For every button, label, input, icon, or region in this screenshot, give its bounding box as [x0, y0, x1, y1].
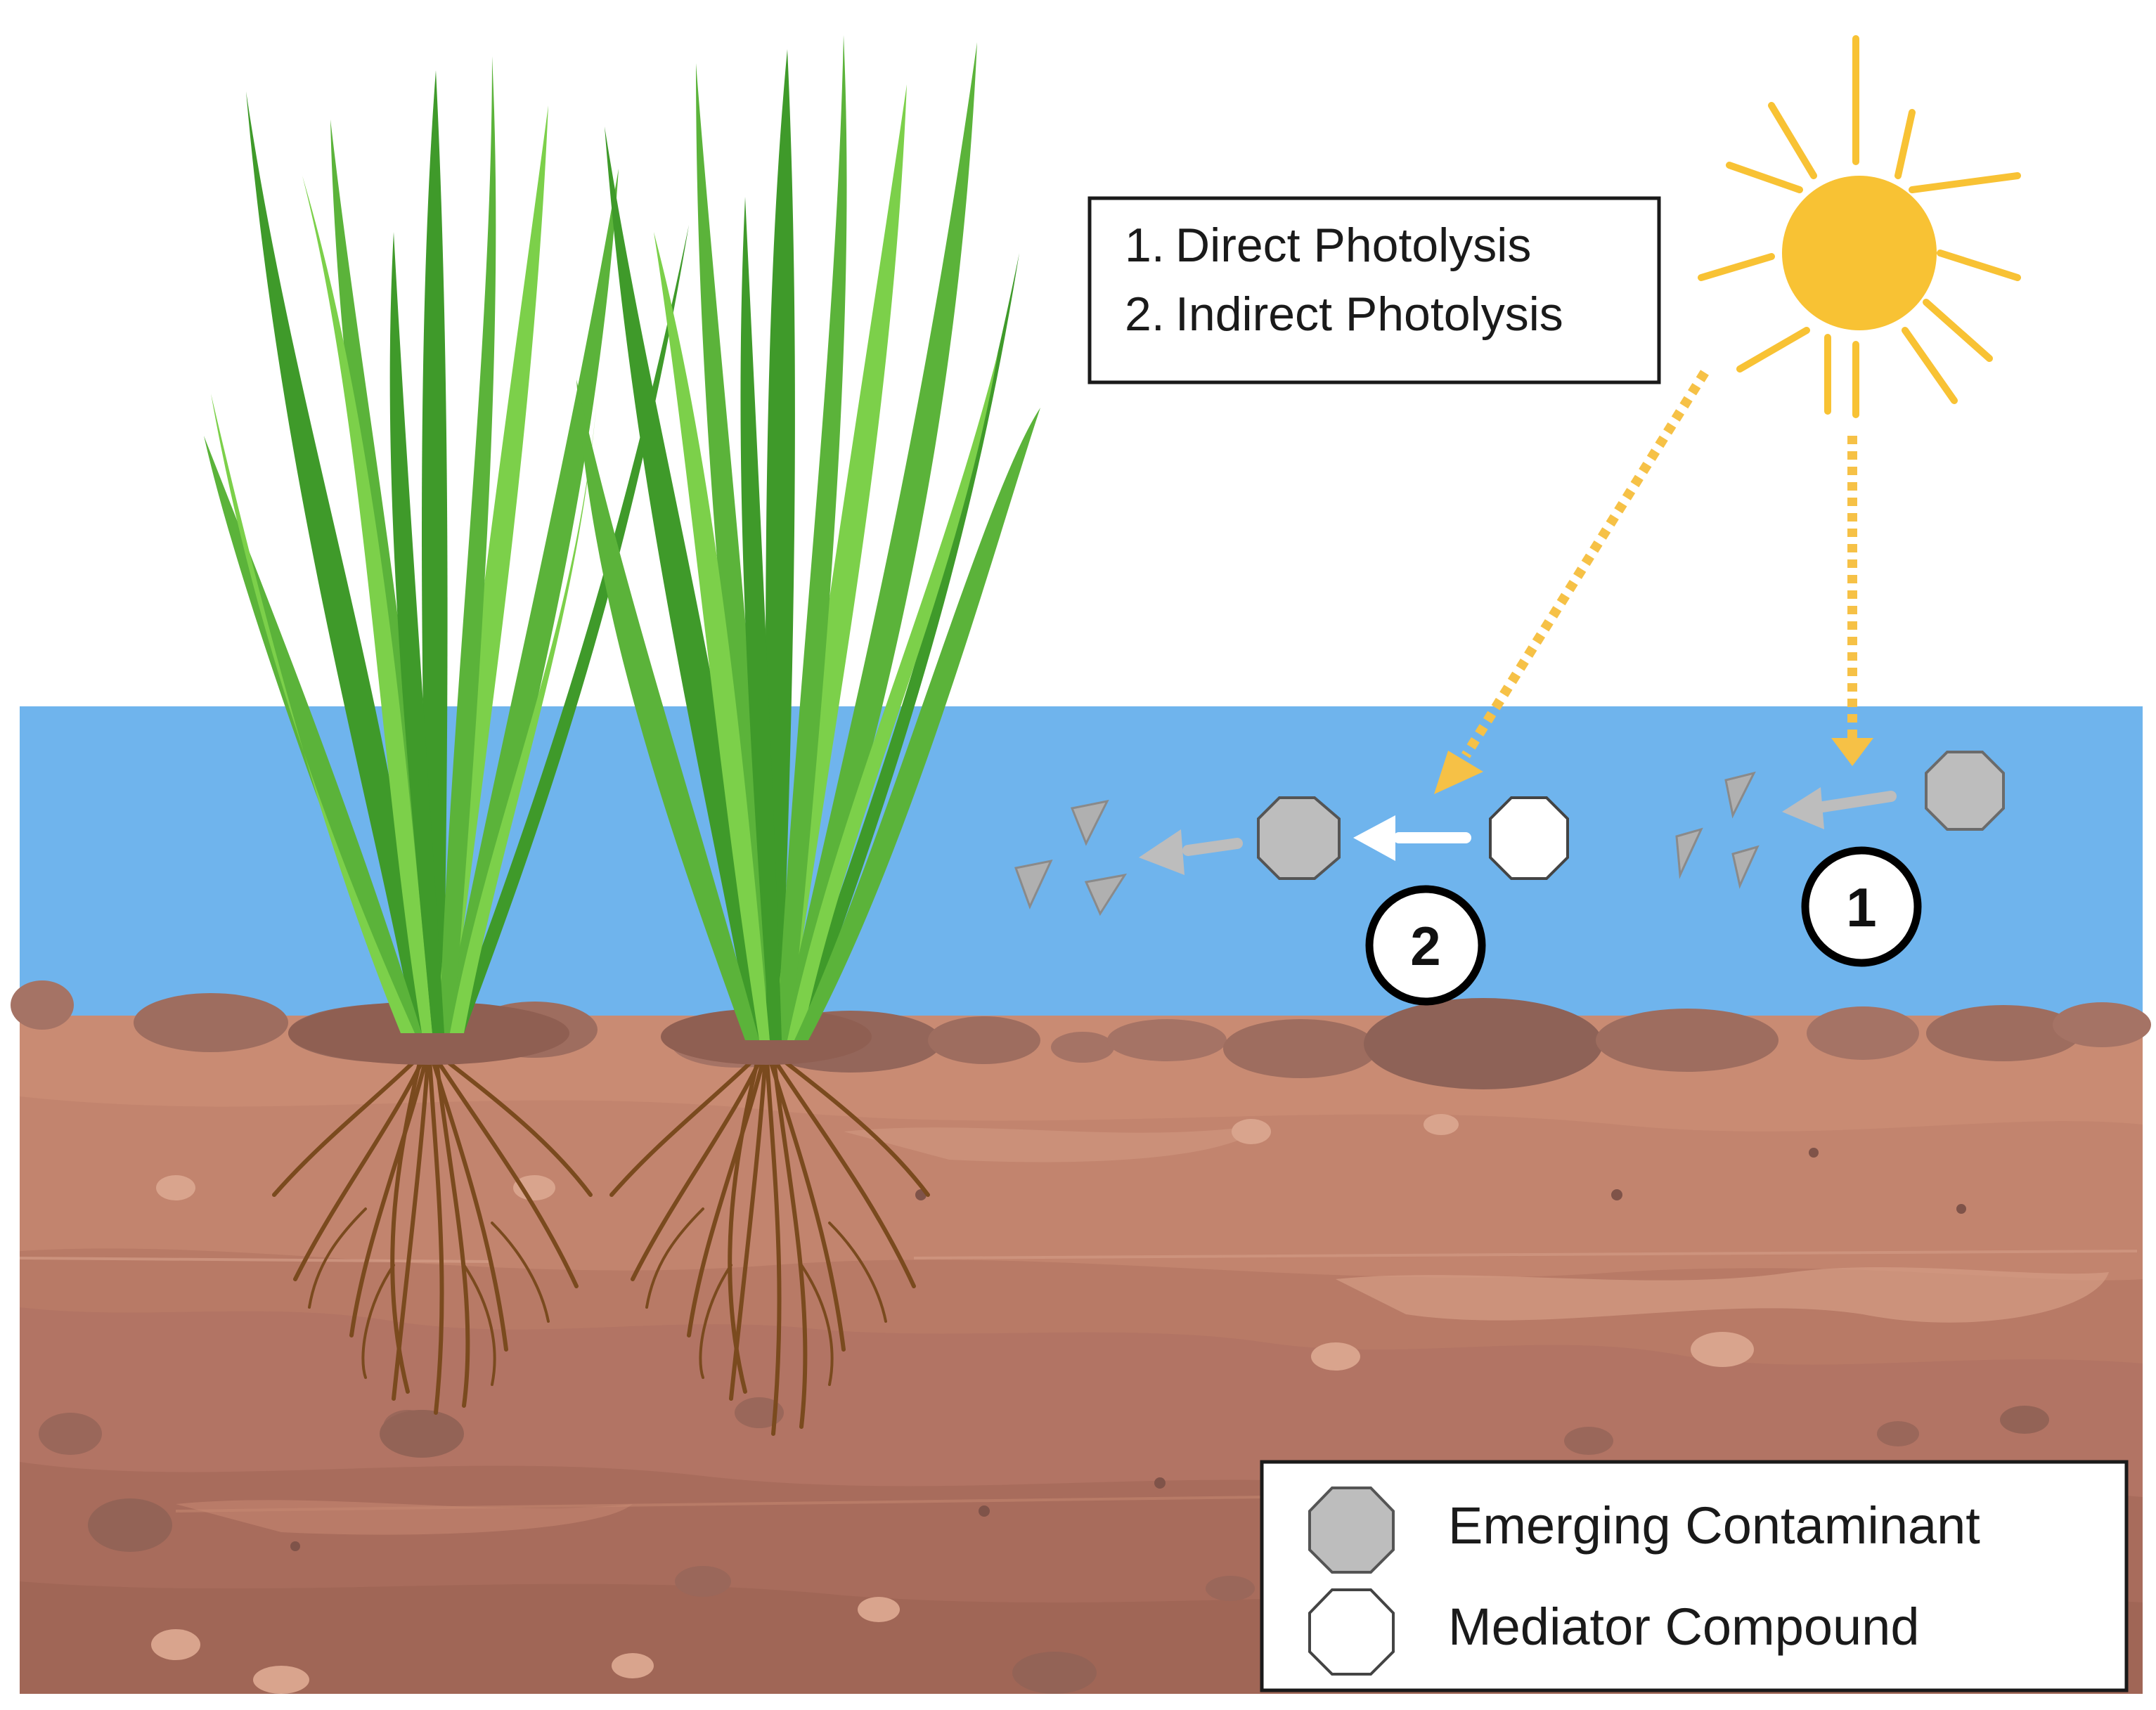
indirect-light-arrowhead [1434, 751, 1483, 794]
mediator-octagon [1489, 796, 1569, 880]
fragment-triangle [1731, 845, 1760, 889]
activation-arrowhead [1353, 815, 1395, 861]
step-1-number: 1. [1125, 219, 1165, 272]
legend-label-contaminant: Emerging Contaminant [1448, 1496, 1980, 1555]
fragment-triangle [1084, 873, 1128, 916]
indirect-light-ray [1461, 370, 1709, 758]
indirect-photolysis-group [1014, 796, 1569, 916]
legend-box: Emerging Contaminant Mediator Compound [1260, 1460, 2129, 1692]
steps-box: 1. Direct Photolysis 2. Indirect Photoly… [1087, 196, 1661, 384]
step-2-text: Indirect Photolysis [1175, 287, 1563, 341]
direct-photolysis-group [1675, 751, 2005, 889]
fragment-triangle [1070, 799, 1109, 846]
fragment-triangle [1014, 859, 1053, 909]
degradation-arrow [1182, 838, 1243, 856]
grass-clump-left [204, 56, 689, 1033]
badge-direct-label: 1 [1846, 876, 1876, 938]
gray-octagon-icon [1308, 1486, 1395, 1574]
fragment-triangle [1724, 771, 1756, 819]
badge-indirect: 2 [1365, 885, 1486, 1006]
contaminant-octagon [1925, 751, 2005, 831]
direct-light-arrowhead [1831, 738, 1873, 766]
degradation-arrow [1808, 791, 1897, 814]
badge-indirect-label: 2 [1410, 915, 1440, 977]
white-octagon-icon [1308, 1588, 1395, 1676]
step-1-text: Direct Photolysis [1175, 219, 1531, 272]
roots-right [609, 1045, 930, 1436]
fragment-triangle [1675, 827, 1703, 879]
badge-direct: 1 [1801, 846, 1922, 967]
degradation-arrowhead [1782, 787, 1824, 829]
roots-left [272, 1045, 593, 1415]
contaminant-octagon [1257, 796, 1341, 880]
grass-clump-right [576, 35, 1040, 1040]
sun-icon [1698, 35, 2021, 418]
step-2-number: 2. [1125, 287, 1165, 341]
degradation-arrowhead [1139, 829, 1184, 875]
legend-label-mediator: Mediator Compound [1448, 1598, 1919, 1656]
